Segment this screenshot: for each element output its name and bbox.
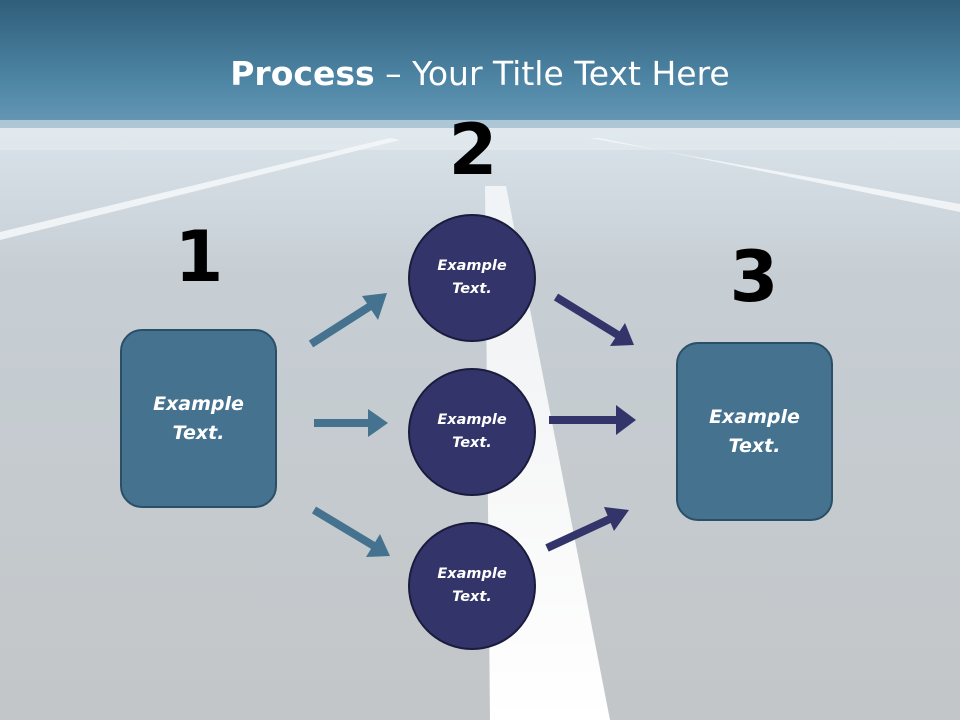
step-number-3: 3: [729, 236, 779, 318]
step-number-1: 1: [174, 216, 224, 298]
title-bold: Process: [230, 54, 375, 93]
step-3-box: Example Text.: [676, 342, 833, 521]
circle-bottom-label: Example Text.: [437, 566, 507, 605]
step-1-box: Example Text.: [120, 329, 277, 508]
title-rest: – Your Title Text Here: [374, 54, 730, 93]
arrow-1-to-bottom: [311, 506, 390, 557]
arrow-middle-to-3: [549, 405, 636, 435]
arrow-1-to-top: [308, 293, 387, 348]
step-number-2: 2: [448, 109, 498, 191]
slide-title: Process – Your Title Text Here: [0, 52, 960, 96]
arrow-bottom-to-3: [545, 507, 629, 552]
circle-middle-label: Example Text.: [437, 412, 507, 451]
step-2-circle-bottom: Example Text.: [408, 522, 536, 650]
step-1-label: Example Text.: [153, 392, 244, 444]
arrow-top-to-3: [553, 293, 634, 346]
circle-top-label: Example Text.: [437, 258, 507, 297]
arrow-1-to-middle: [314, 409, 388, 437]
step-3-label: Example Text.: [709, 405, 800, 457]
step-2-circle-top: Example Text.: [408, 214, 536, 342]
step-2-circle-middle: Example Text.: [408, 368, 536, 496]
